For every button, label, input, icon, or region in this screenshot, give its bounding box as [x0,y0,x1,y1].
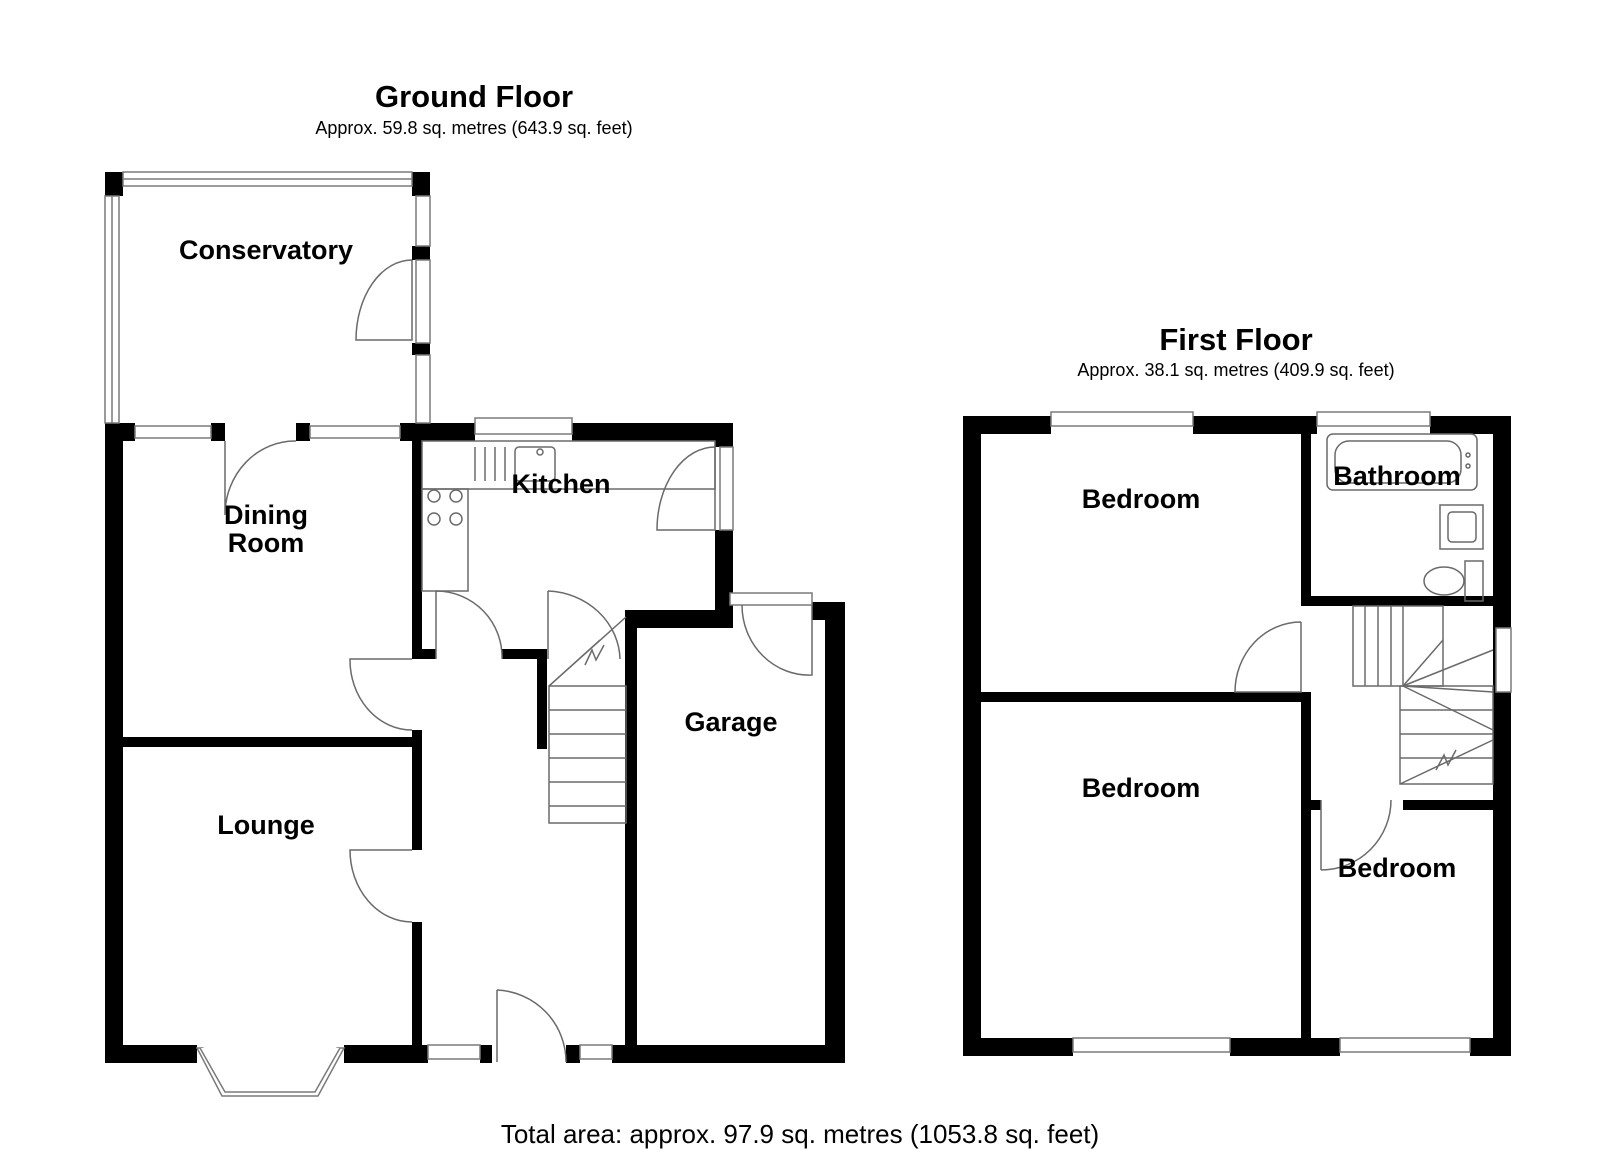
first-floor-title: First Floor [1159,322,1312,357]
first-floor-stairs [1352,605,1494,785]
room-label-kitchen: Kitchen [511,469,610,499]
ground-floor-area: Approx. 59.8 sq. metres (643.9 sq. feet) [315,118,632,138]
room-label-bedroom-2: Bedroom [1082,773,1201,803]
room-label-garage: Garage [684,707,777,737]
first-floor-walls [963,416,1511,1056]
first-floor-doors [1234,621,1392,871]
ground-floor-plan [104,171,845,1097]
room-label-dining-room-line2: Room [228,528,305,558]
room-label-bedroom-1: Bedroom [1082,484,1201,514]
room-label-conservatory: Conservatory [179,235,353,265]
first-floor-windows [1050,411,1512,1053]
ground-floor-stairs [548,616,627,824]
first-floor-plan [963,411,1512,1056]
ground-floor-walls [105,172,845,1063]
total-area: Total area: approx. 97.9 sq. metres (105… [501,1119,1099,1149]
ground-floor-doors [224,259,813,1063]
ground-floor-title: Ground Floor [375,79,573,114]
room-label-lounge: Lounge [217,810,314,840]
bathroom-fixtures [1326,433,1484,602]
kitchen-fixtures [421,440,716,592]
ground-floor-windows [104,171,813,1097]
room-label-bathroom: Bathroom [1333,461,1461,491]
room-label-dining-room-line1: Dining [224,500,308,530]
room-label-bedroom-3: Bedroom [1338,853,1457,883]
first-floor-area: Approx. 38.1 sq. metres (409.9 sq. feet) [1077,360,1394,380]
